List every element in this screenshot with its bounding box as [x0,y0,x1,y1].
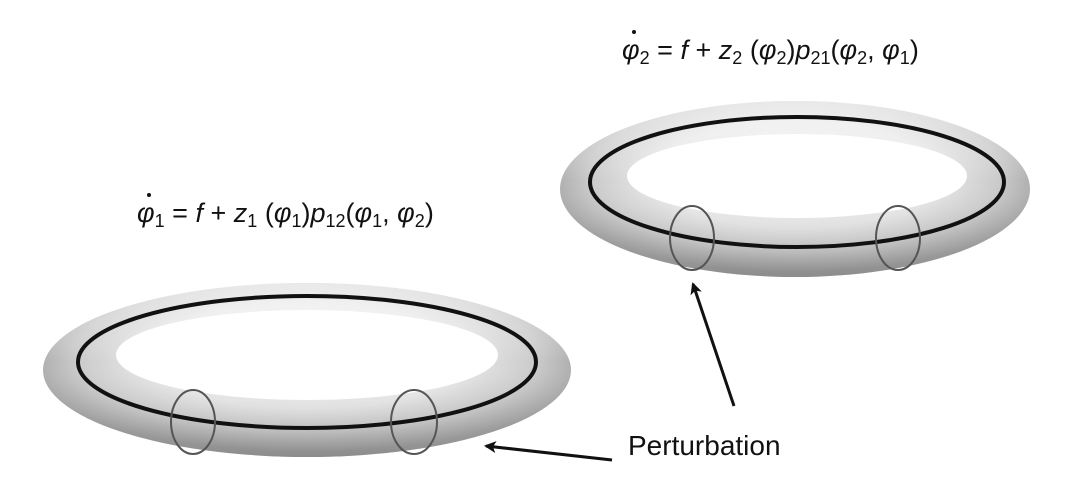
torus-2-section-ring-right [875,205,921,271]
open-paren: ( [345,198,355,228]
plus-sign: + [695,35,712,65]
perturbation-arrow-left [484,441,613,462]
subscript: 2 [732,48,743,68]
f-symbol: f [680,35,688,65]
torus-2-limit-cycle [588,115,1006,249]
torus-2 [560,101,1030,277]
close-paren: ) [424,198,434,228]
subscript: 1 [154,211,165,231]
subscript: 2 [776,48,787,68]
subscript: 21 [810,48,831,68]
subscript: 1 [247,211,258,231]
perturbation-label: Perturbation [628,430,781,461]
p-symbol: p [310,198,326,228]
phi-symbol: φ [273,198,292,228]
open-paren: ( [830,35,840,65]
plus-sign: + [210,198,227,228]
comma: , [867,35,883,65]
equals-sign: = [657,35,673,65]
comma: , [382,198,398,228]
torus-1-section-ring-right [390,389,438,455]
subscript: 1 [899,48,910,68]
phi-symbol: φ [397,198,415,228]
torus-1 [43,283,571,457]
equation-oscillator-1: φ1 = f + z1 (φ1)p12(φ1, φ2) [137,193,434,231]
subscript: 2 [857,48,868,68]
equals-sign: = [172,198,188,228]
subscript: 1 [372,211,383,231]
z-symbol: z [718,35,733,65]
close-paren: ) [786,35,796,65]
open-paren: ( [264,198,274,228]
phi-symbol: φ [882,35,900,65]
phi-dot-symbol: φ [137,193,155,228]
torus-1-hole [116,310,498,400]
open-paren: ( [749,35,759,65]
perturbation-arrow-up [690,282,736,407]
torus-1-limit-cycle [76,294,538,430]
subscript: 12 [325,211,346,231]
subscript: 2 [414,211,425,231]
phi-dot-symbol: φ [622,30,640,65]
z-symbol: z [233,198,248,228]
close-paren: ) [909,35,919,65]
phi-symbol: φ [758,35,777,65]
torus-2-hole [627,134,967,218]
torus-1-section-ring-left [170,389,216,455]
close-paren: ) [301,198,311,228]
f-symbol: f [195,198,203,228]
phi-symbol: φ [354,198,373,228]
phi-symbol: φ [839,35,858,65]
p-symbol: p [795,35,811,65]
subscript: 2 [639,48,650,68]
torus-2-section-ring-left [669,205,715,271]
equation-oscillator-2: φ2 = f + z2 (φ2)p21(φ2, φ1) [622,30,919,68]
subscript: 1 [291,211,302,231]
